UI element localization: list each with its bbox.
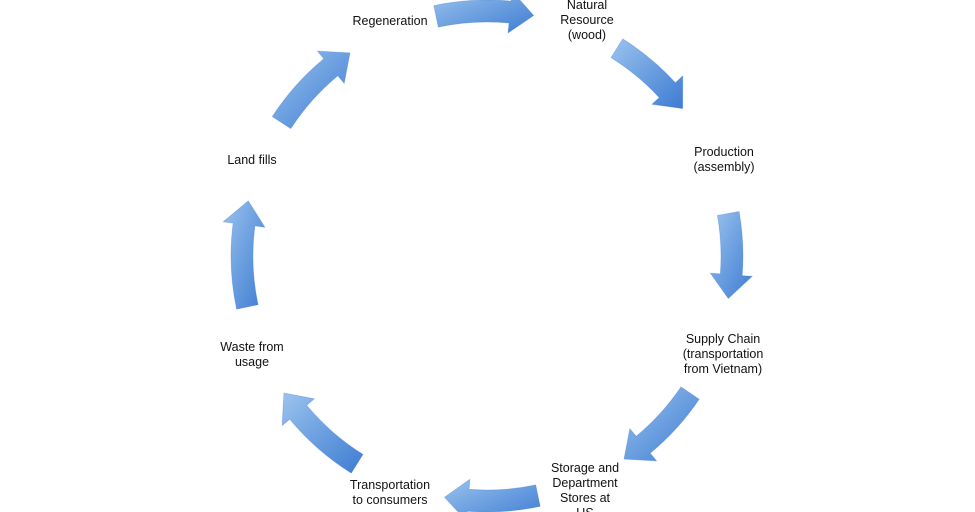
node-production: Production (assembly) xyxy=(693,145,754,175)
node-regeneration: Regeneration xyxy=(352,14,427,29)
node-line: (wood) xyxy=(567,28,607,42)
node-line: Supply Chain xyxy=(685,332,761,346)
node-storage: Storage and Department Stores at US xyxy=(551,461,619,512)
node-line: Storage and xyxy=(550,461,620,475)
node-line: Department xyxy=(552,476,618,490)
arrow-regeneration-to-natural-resource xyxy=(433,0,535,34)
node-natural-resource: Natural Resource (wood) xyxy=(560,0,614,43)
node-line: Production xyxy=(694,145,754,159)
node-line: Waste from xyxy=(220,340,284,354)
node-line: Stores at xyxy=(559,491,611,505)
arrow-supply-chain-to-storage xyxy=(623,386,700,462)
arrow-land-fills-to-regeneration xyxy=(271,50,351,130)
node-line: (assembly) xyxy=(693,160,755,174)
arrow-storage-to-transportation xyxy=(443,478,541,512)
arrow-transportation-to-waste xyxy=(281,392,364,474)
arrow-production-to-supply-chain xyxy=(709,211,754,300)
node-line: Natural xyxy=(566,0,608,12)
node-line: from Vietnam) xyxy=(683,362,763,376)
node-line: usage xyxy=(234,355,270,369)
node-line: US xyxy=(551,506,619,512)
node-transportation-consumers: Transportation to consumers xyxy=(350,478,430,508)
arrow-waste-to-land-fills xyxy=(222,200,266,310)
node-land-fills: Land fills xyxy=(227,153,276,168)
arrow-natural-resource-to-production xyxy=(610,38,684,110)
node-waste: Waste from usage xyxy=(220,340,283,370)
node-line: Regeneration xyxy=(352,14,428,28)
node-line: Transportation xyxy=(349,478,431,492)
node-line: to consumers xyxy=(352,493,428,507)
node-line: Resource xyxy=(560,13,614,27)
node-line: (transportation xyxy=(682,347,764,361)
node-line: Land fills xyxy=(227,153,277,167)
node-supply-chain: Supply Chain (transportation from Vietna… xyxy=(683,332,764,377)
